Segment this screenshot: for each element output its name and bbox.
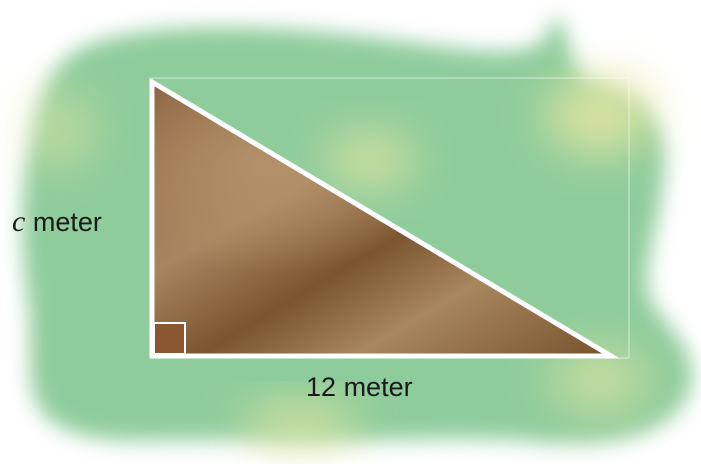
side-unit-left: meter xyxy=(32,207,102,237)
side-unit-bottom: meter xyxy=(343,372,413,402)
side-value-bottom: 12 xyxy=(306,372,337,402)
side-label-bottom: 12 meter xyxy=(306,374,413,401)
side-label-left: c meter xyxy=(12,207,102,237)
side-variable: c xyxy=(12,205,26,238)
right-angle-marker xyxy=(153,322,186,355)
